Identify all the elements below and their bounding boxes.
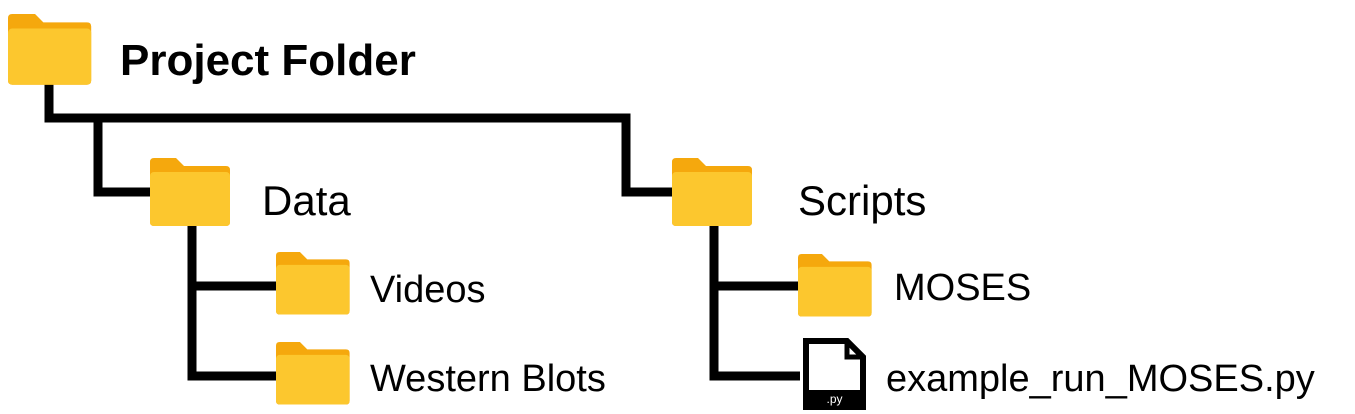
folder-icon[interactable] bbox=[150, 158, 230, 226]
folder-icon[interactable] bbox=[276, 342, 350, 405]
root-folder-label[interactable]: Project Folder bbox=[120, 36, 416, 85]
folder-icon[interactable] bbox=[798, 254, 872, 317]
folder-icon[interactable] bbox=[672, 158, 752, 226]
file-label-example-run-moses[interactable]: example_run_MOSES.py bbox=[886, 358, 1315, 400]
folder-icon[interactable] bbox=[276, 252, 350, 315]
root-trunk bbox=[44, 82, 672, 197]
branch-scripts-children bbox=[709, 222, 800, 381]
file-extension-badge: .py bbox=[826, 392, 842, 406]
folder-label-scripts[interactable]: Scripts bbox=[798, 177, 927, 224]
folder-icon[interactable] bbox=[8, 14, 92, 85]
folder-label-videos[interactable]: Videos bbox=[370, 269, 486, 311]
python-file-icon[interactable]: .py bbox=[803, 338, 866, 410]
branch-data-children bbox=[187, 222, 276, 381]
branch-data bbox=[93, 118, 150, 197]
folder-label-moses[interactable]: MOSES bbox=[894, 267, 1032, 309]
folder-label-data[interactable]: Data bbox=[262, 177, 351, 224]
folder-label-western-blots[interactable]: Western Blots bbox=[370, 358, 606, 400]
connector-lines bbox=[44, 82, 800, 381]
